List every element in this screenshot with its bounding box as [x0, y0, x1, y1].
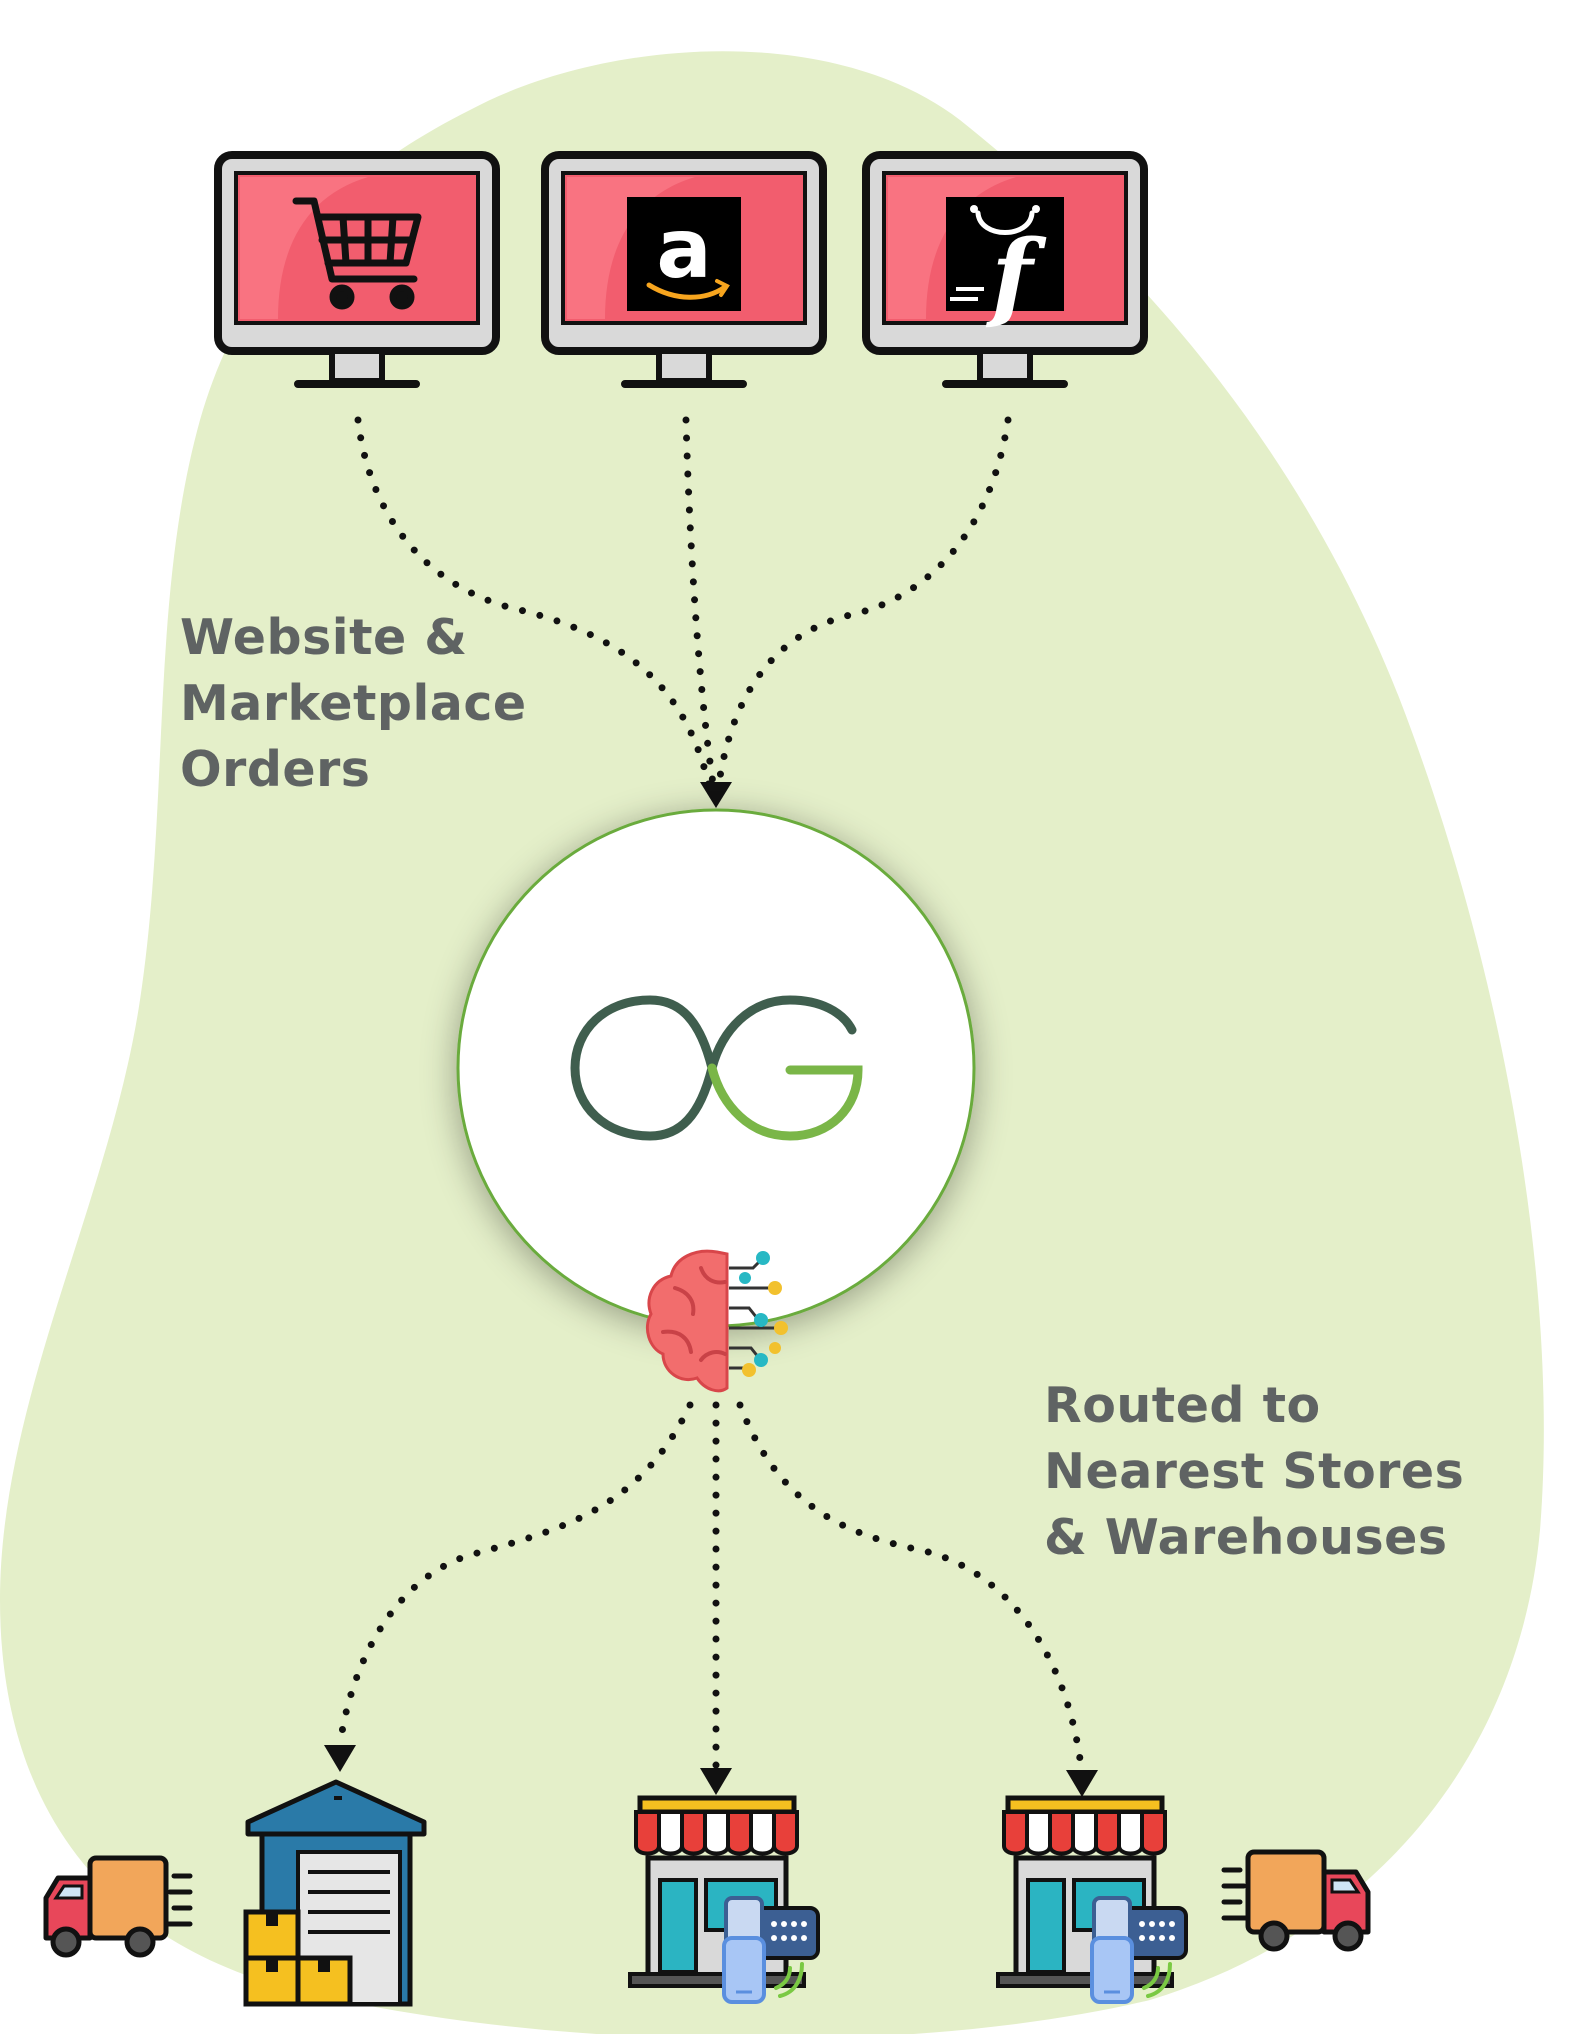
- flow-hub-to-store-2: [736, 1401, 1086, 1779]
- delivery-truck-icon: [1221, 1849, 1371, 1952]
- routing-label-line-3: & Warehouses: [1044, 1509, 1448, 1566]
- flow-amazon-to-hub: [682, 416, 718, 794]
- routing-label: Routed to Nearest Stores & Warehouses: [1044, 1373, 1464, 1571]
- shopping-cart-icon: [292, 197, 422, 310]
- orders-label-line-1: Website &: [180, 609, 468, 666]
- flipkart-monitor: f: [862, 151, 1148, 388]
- arrowhead-store-1: [700, 1768, 732, 1795]
- arrowhead-warehouse: [324, 1745, 356, 1772]
- store-1-icon: [628, 1795, 820, 2004]
- order-routing-hub: [456, 808, 976, 1328]
- og-logo-icon: [570, 995, 863, 1141]
- amazon-monitor: a: [541, 151, 827, 388]
- routing-label-line-1: Routed to: [1044, 1377, 1321, 1434]
- flow-hub-to-warehouse: [336, 1401, 694, 1749]
- store-2-icon: [996, 1795, 1188, 2004]
- ai-brain-icon: [646, 1249, 788, 1393]
- arrowhead-hub: [700, 782, 732, 808]
- svg-text:a: a: [656, 202, 711, 297]
- flow-flipkart-to-hub: [714, 416, 1012, 794]
- delivery-truck-icon: [43, 1855, 193, 1958]
- orders-label-line-2: Marketplace: [180, 675, 527, 732]
- flipkart-logo-icon: f: [946, 197, 1064, 332]
- routing-label-line-2: Nearest Stores: [1044, 1443, 1465, 1500]
- amazon-logo-icon: a: [627, 197, 741, 311]
- shopping-cart-monitor: [214, 151, 500, 388]
- flow-cart-to-hub: [354, 416, 714, 794]
- orders-label-line-3: Orders: [180, 741, 371, 798]
- arrowhead-store-2: [1066, 1770, 1098, 1797]
- warehouse-icon: [243, 1779, 427, 2007]
- orders-label: Website & Marketplace Orders: [180, 605, 527, 803]
